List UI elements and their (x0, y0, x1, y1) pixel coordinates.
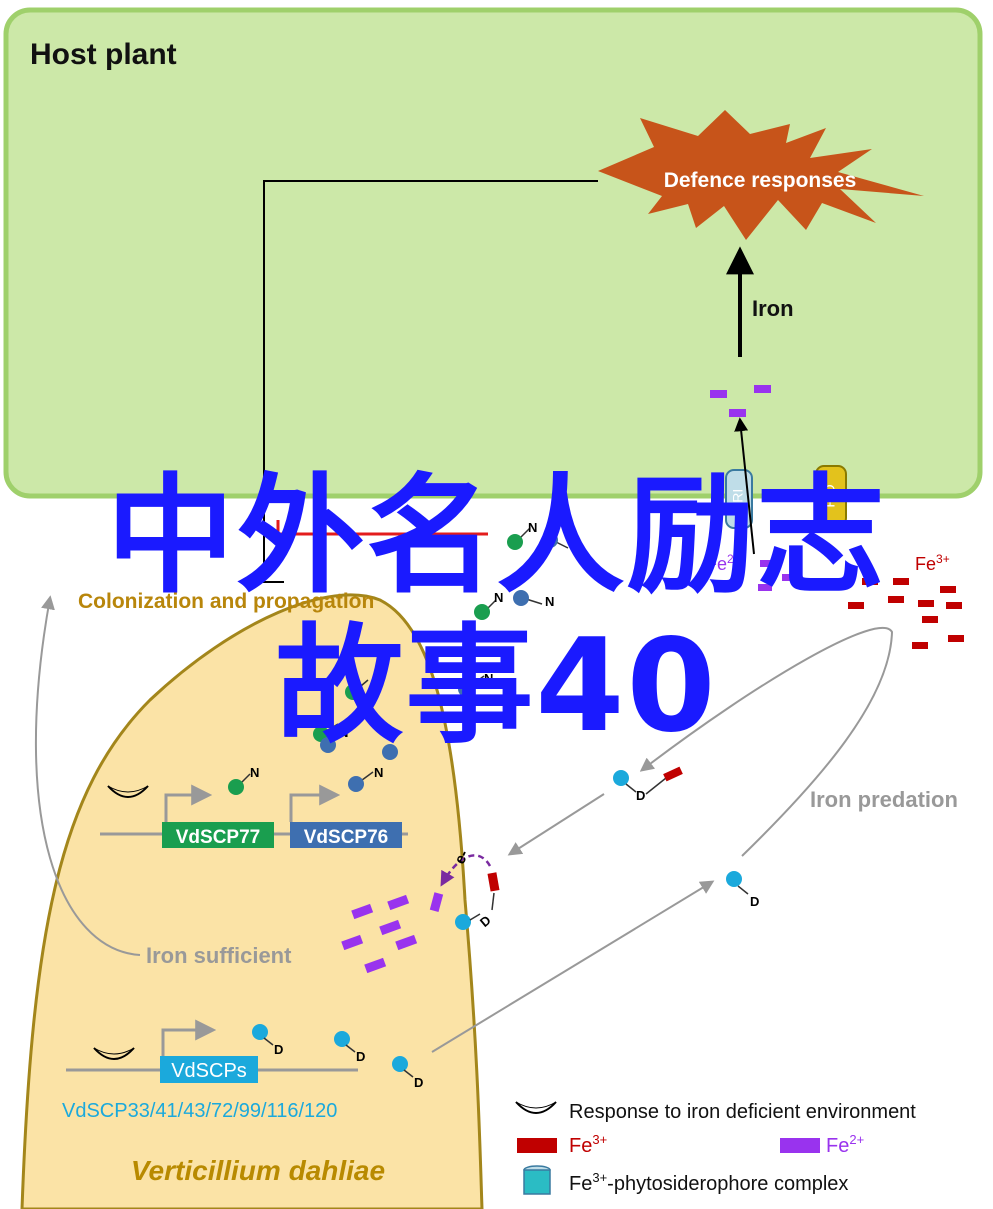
siderophore-bond (491, 892, 495, 911)
delivery-arrow (507, 793, 605, 856)
legend-complex-icon (523, 1169, 551, 1195)
fri-transporter (725, 469, 753, 529)
legend-fe3-swatch (517, 1138, 557, 1153)
svg-text:N: N (528, 520, 537, 535)
legend-complex-label: Fe3+-phytosiderophore complex (569, 1170, 848, 1195)
svg-text:N: N (484, 671, 493, 686)
fe3-label-root: Fe3+ (915, 552, 950, 574)
secreted-protein-blue: N (458, 671, 493, 697)
legend-fe3-label: Fe3+ (569, 1132, 607, 1157)
fri-label: FRI (730, 489, 746, 512)
svg-text:D: D (274, 1042, 283, 1057)
iron-label: Iron (752, 296, 794, 321)
fe2-particle (729, 409, 746, 417)
colonization-label: Colonization and propagation (78, 590, 374, 613)
gene-vdscps-label: VdSCPs (171, 1060, 247, 1082)
iron-sufficient-label: Iron sufficient (146, 943, 292, 968)
vdscp-list-label: VdSCP33/41/43/72/99/116/120 (62, 1100, 337, 1122)
fio-transporter (815, 465, 847, 527)
electron-label: e- (451, 848, 472, 867)
defence-responses-star (598, 110, 924, 240)
iron-predation-label: Iron predation (810, 787, 958, 812)
fe2-particle (710, 390, 727, 398)
fe2-particle (782, 574, 796, 581)
defence-responses-label: Defence responses (664, 169, 857, 192)
legend-response-icon (515, 1101, 557, 1114)
svg-text:N: N (374, 765, 383, 780)
siderophore-fe3-complex: D (613, 766, 683, 803)
secreted-protein-green (345, 679, 369, 700)
secreted-protein-blue (382, 744, 398, 760)
gene-vdscp76 (290, 822, 402, 848)
legend-fe2-label: Fe2+ (826, 1132, 864, 1157)
response-icon (93, 1047, 135, 1060)
fe2-cluster (341, 894, 418, 974)
svg-text:D: D (750, 894, 759, 909)
fe2-particle (758, 584, 772, 591)
gene-vdscp77 (162, 822, 274, 848)
promoter-arrow (161, 1019, 217, 1057)
fe2-particle (760, 560, 774, 567)
secreted-protein-green: N (474, 590, 503, 620)
siderophore-free: D (455, 912, 494, 930)
fungus-hypha (20, 593, 484, 1209)
iron-sufficient-curve (34, 595, 141, 956)
gene-vdscps (160, 1056, 258, 1083)
fe2-particle (754, 385, 771, 393)
svg-text:N: N (494, 590, 503, 605)
promoter-arrow (164, 784, 213, 822)
host-plant-label: Host plant (30, 38, 177, 71)
iron-predation-arc (639, 626, 894, 857)
legend-fe2-swatch (780, 1138, 820, 1153)
fe3-cluster (848, 578, 964, 649)
promoter-arrow (289, 784, 341, 822)
gene-vdscp76-label: VdSCP76 (304, 827, 388, 848)
svg-text:N: N (250, 765, 259, 780)
response-icon (107, 785, 149, 798)
uptake-arrow (734, 417, 755, 555)
siderophore-d: D (392, 1056, 423, 1090)
svg-text:N: N (339, 725, 348, 740)
siderophore-d: D (252, 1024, 283, 1057)
svg-text:D: D (356, 1049, 365, 1064)
reduction-arc (440, 854, 492, 887)
svg-text:D: D (636, 788, 645, 803)
secreted-protein-blue (320, 737, 336, 753)
secreted-protein-blue: N (542, 532, 579, 553)
secreted-protein-blue: N (513, 590, 554, 609)
secreted-protein-blue: N (348, 765, 383, 792)
fungus-label: Verticillium dahliae (131, 1155, 385, 1186)
fio-label: FIO (822, 484, 838, 507)
secreted-protein-green: N (507, 520, 537, 550)
secretion-arrow (431, 880, 715, 1053)
svg-text:N: N (545, 594, 554, 609)
legend: Response to iron deficient environment F… (515, 1101, 916, 1195)
signal-line (263, 180, 598, 583)
fe2-particle (429, 892, 444, 912)
svg-text:D: D (414, 1075, 423, 1090)
host-plant-box (3, 7, 983, 499)
gene-vdscp77-label: VdSCP77 (176, 827, 260, 848)
siderophore-secreted: D (726, 871, 759, 909)
secreted-protein-green: N (228, 765, 259, 795)
fe3-particle (487, 872, 500, 892)
fe2-label-root: Fe2+ (706, 552, 741, 574)
siderophore-d: D (334, 1031, 365, 1064)
legend-response-label: Response to iron deficient environment (569, 1101, 916, 1123)
response-icon (107, 785, 149, 793)
svg-text:N: N (570, 538, 579, 553)
response-icon (93, 1047, 135, 1055)
